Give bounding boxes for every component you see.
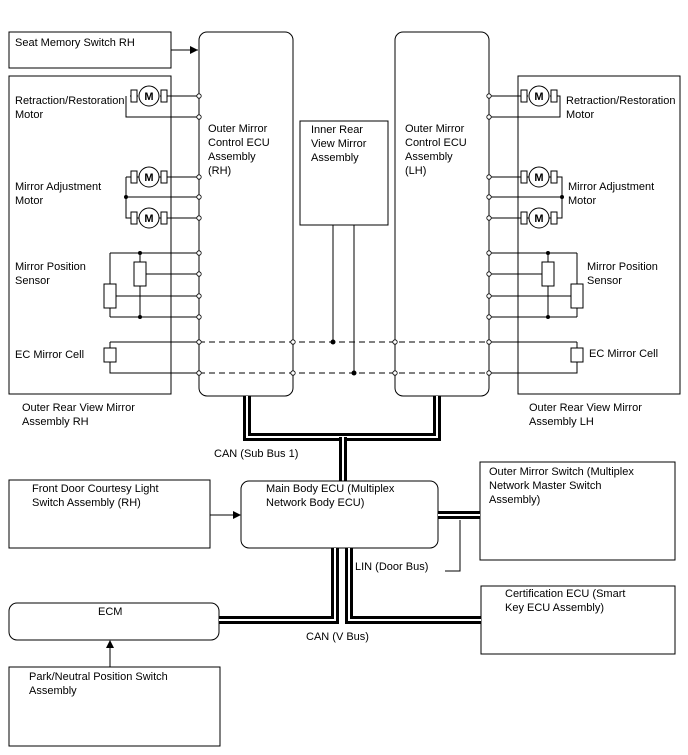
svg-text:M: M [534,172,543,184]
ec-cell-icon [570,347,584,363]
park-neutral-switch-label: Park/Neutral Position Switch Assembly [29,671,171,697]
motor-icon [138,207,160,229]
outer-rear-view-mirror-rh-box [8,75,172,395]
certification-ecu-label: Certification ECU (Smart Key ECU Assembl… [505,588,628,614]
outer-mirror-switch-label: Outer Mirror Switch (Multiplex Network M… [489,466,637,506]
seat-memory-switch-box [8,31,172,69]
outer-mirror-switch-box [479,461,676,561]
can-v-bus-label: CAN (V Bus) [306,631,369,643]
resistor-icon [133,261,147,287]
ecu-lh-pins [392,93,492,376]
arrow-icon [233,511,241,519]
main-body-ecu-label: Main Body ECU (Multiplex Network Body EC… [266,483,397,509]
front-door-courtesy-switch-label: Front Door Courtesy Light Switch Assembl… [32,483,162,509]
outer-mirror-ecu-rh-box [198,31,294,397]
resistor-icon [103,283,117,309]
svg-text:M: M [144,172,153,184]
ec-mirror-cell-lh-label: EC Mirror Cell [589,348,658,360]
arrow-icon [190,46,198,54]
outer-mirror-ecu-lh-box [394,31,490,397]
outer-mirror-ecu-lh-label: Outer Mirror Control ECU Assembly (LH) [405,123,470,177]
svg-text:M: M [144,91,153,103]
park-neutral-switch-box [8,666,221,747]
ecu-rh-pins [196,93,296,376]
inner-rear-view-mirror-box [299,120,389,226]
resistor-icon [541,261,555,287]
retraction-motor-rh-label: Retraction/Restoration Motor [15,95,128,121]
outer-rear-view-mirror-lh-box [517,75,681,395]
motor-icon [138,85,160,107]
ecm-label: ECM [98,606,122,618]
mirror-position-sensor-lh-label: Mirror Position Sensor [587,261,661,287]
arrow-icon [106,640,114,648]
retraction-motor-lh-label: Retraction/Restoration Motor [566,95,679,121]
certification-ecu-box [480,585,676,655]
outer-rear-view-mirror-rh-label: Outer Rear View Mirror Assembly RH [22,402,138,428]
svg-text:M: M [534,91,543,103]
mirror-adjustment-motor-lh-label: Mirror Adjustment Motor [568,181,657,207]
outer-rear-view-mirror-lh-label: Outer Rear View Mirror Assembly LH [529,402,645,428]
mirror-adjustment-motor-rh-label: Mirror Adjustment Motor [15,181,104,207]
can-sub-bus-label: CAN (Sub Bus 1) [214,448,298,460]
motor-icon [528,85,550,107]
svg-text:M: M [144,213,153,225]
ec-mirror-cell-rh-label: EC Mirror Cell [15,349,84,361]
resistor-icon [570,283,584,309]
svg-text:M: M [534,213,543,225]
lin-door-bus-label: LIN (Door Bus) [355,561,428,573]
lin-door-bus [438,511,480,572]
front-door-courtesy-switch-box [8,479,211,549]
inner-rear-view-mirror-label: Inner Rear View Mirror Assembly [311,124,369,164]
seat-memory-switch-label: Seat Memory Switch RH [15,37,135,49]
mirror-position-sensor-rh-label: Mirror Position Sensor [15,261,89,287]
can-v-bus [219,548,481,624]
motor-icon [528,166,550,188]
can-sub-bus [243,396,441,481]
outer-mirror-ecu-rh-label: Outer Mirror Control ECU Assembly (RH) [208,123,273,177]
ec-cell-icon [103,347,117,363]
motor-icon [138,166,160,188]
motor-icon [528,207,550,229]
